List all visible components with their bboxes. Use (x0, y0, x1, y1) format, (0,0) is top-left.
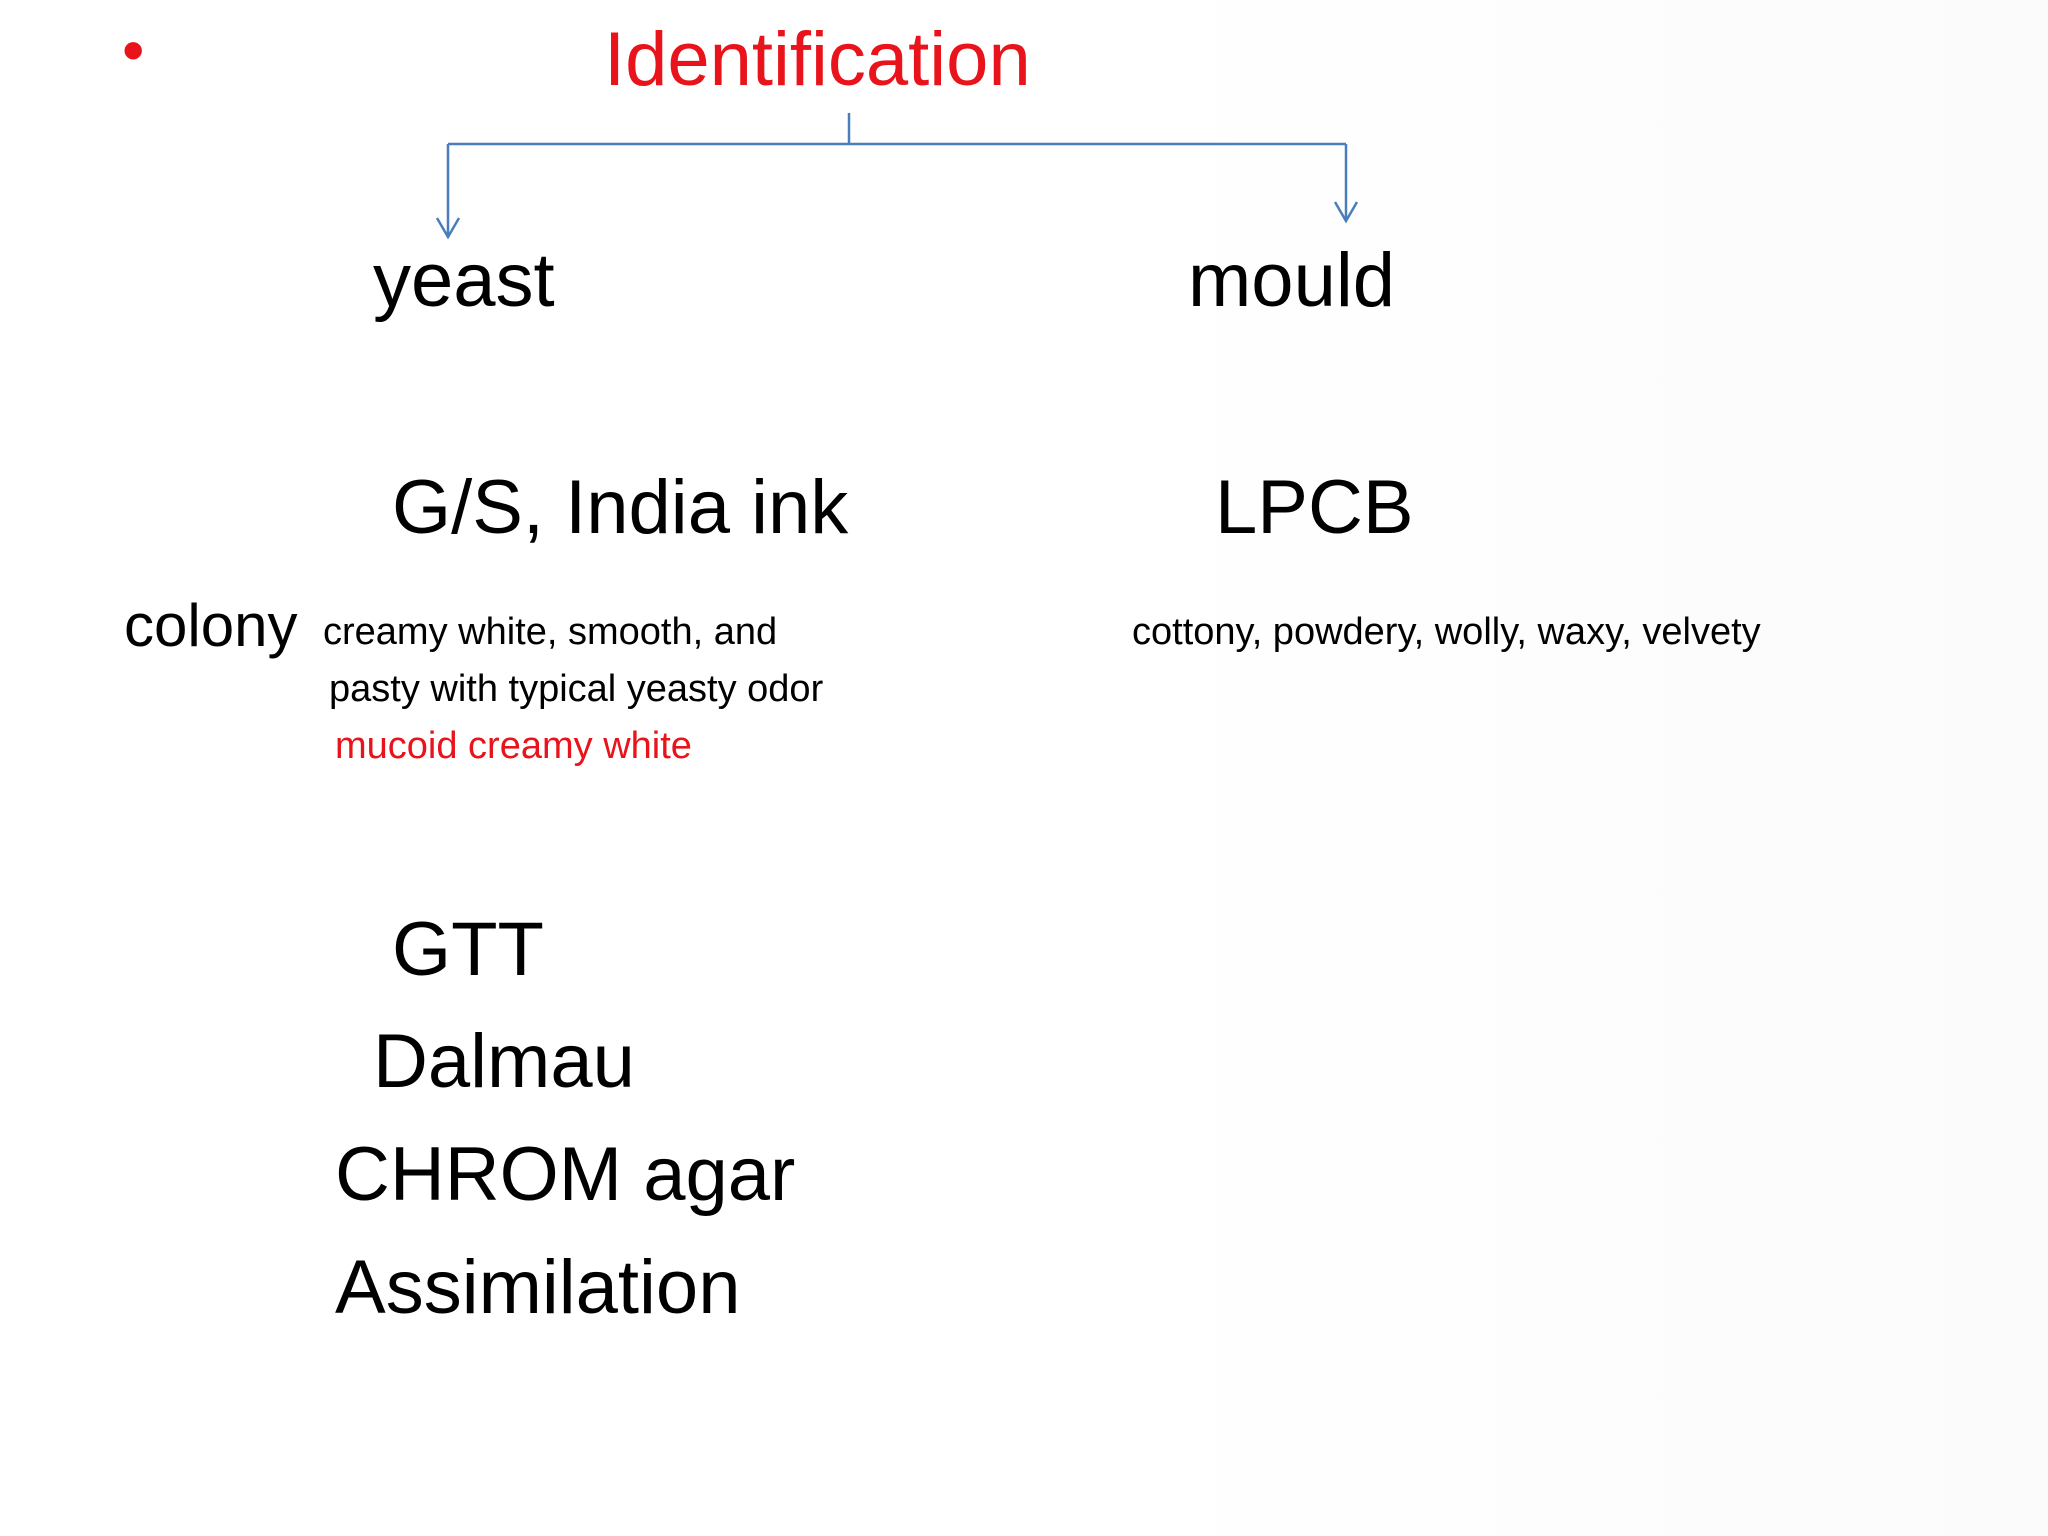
bullet-marker: • (122, 14, 145, 86)
yeast-colony-desc-line2: pasty with typical yeasty odor (329, 668, 824, 710)
arrowhead-mould (1333, 201, 1359, 224)
slide-title: Identification (604, 17, 1031, 102)
yeast-label: yeast (373, 238, 555, 323)
yeast-test-item: GTT (392, 907, 544, 992)
yeast-test-item: Assimilation (335, 1245, 741, 1330)
yeast-test-item: Dalmau (373, 1019, 635, 1104)
mould-stain: LPCB (1215, 465, 1414, 550)
mould-label: mould (1188, 238, 1395, 323)
colony-label: colony (124, 592, 298, 659)
yeast-colony-desc-line1: creamy white, smooth, and (323, 611, 778, 653)
yeast-colony-desc-red: mucoid creamy white (335, 725, 692, 767)
mould-colony-desc: cottony, powdery, wolly, waxy, velvety (1132, 611, 1761, 653)
yeast-test-item: CHROM agar (335, 1132, 796, 1217)
yeast-stain: G/S, India ink (392, 465, 849, 550)
arrowhead-yeast (435, 217, 461, 240)
